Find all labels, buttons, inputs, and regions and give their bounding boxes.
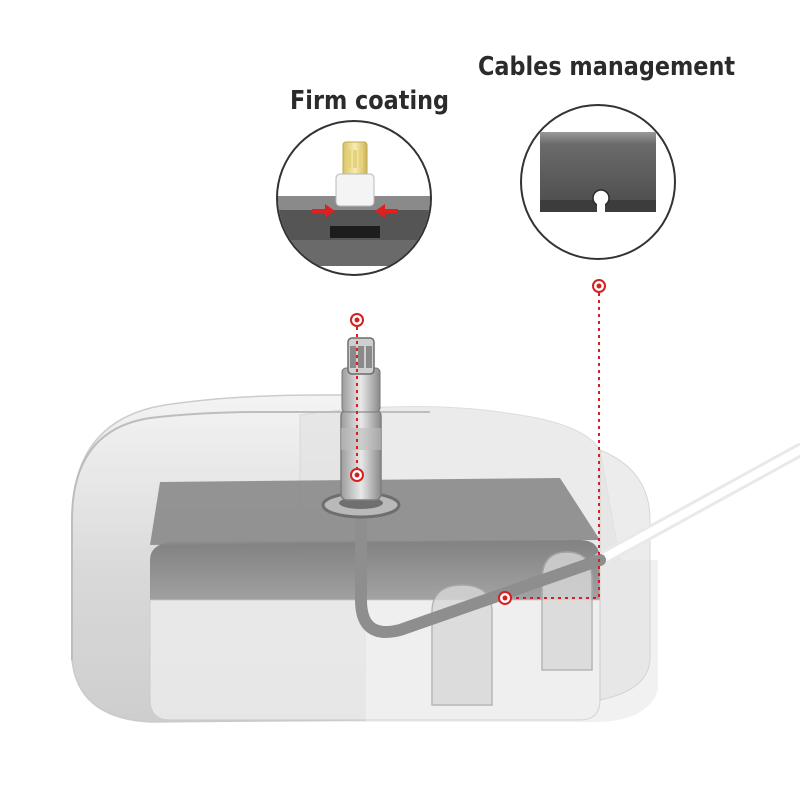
leader-line-firm xyxy=(350,313,364,482)
cables-management-label: Cables management xyxy=(478,52,736,82)
callout-cables-management xyxy=(520,104,676,260)
callout-firm-coating xyxy=(276,120,432,276)
leader-line-cables xyxy=(498,279,606,605)
firm-coating-label: Firm coating xyxy=(290,86,450,116)
